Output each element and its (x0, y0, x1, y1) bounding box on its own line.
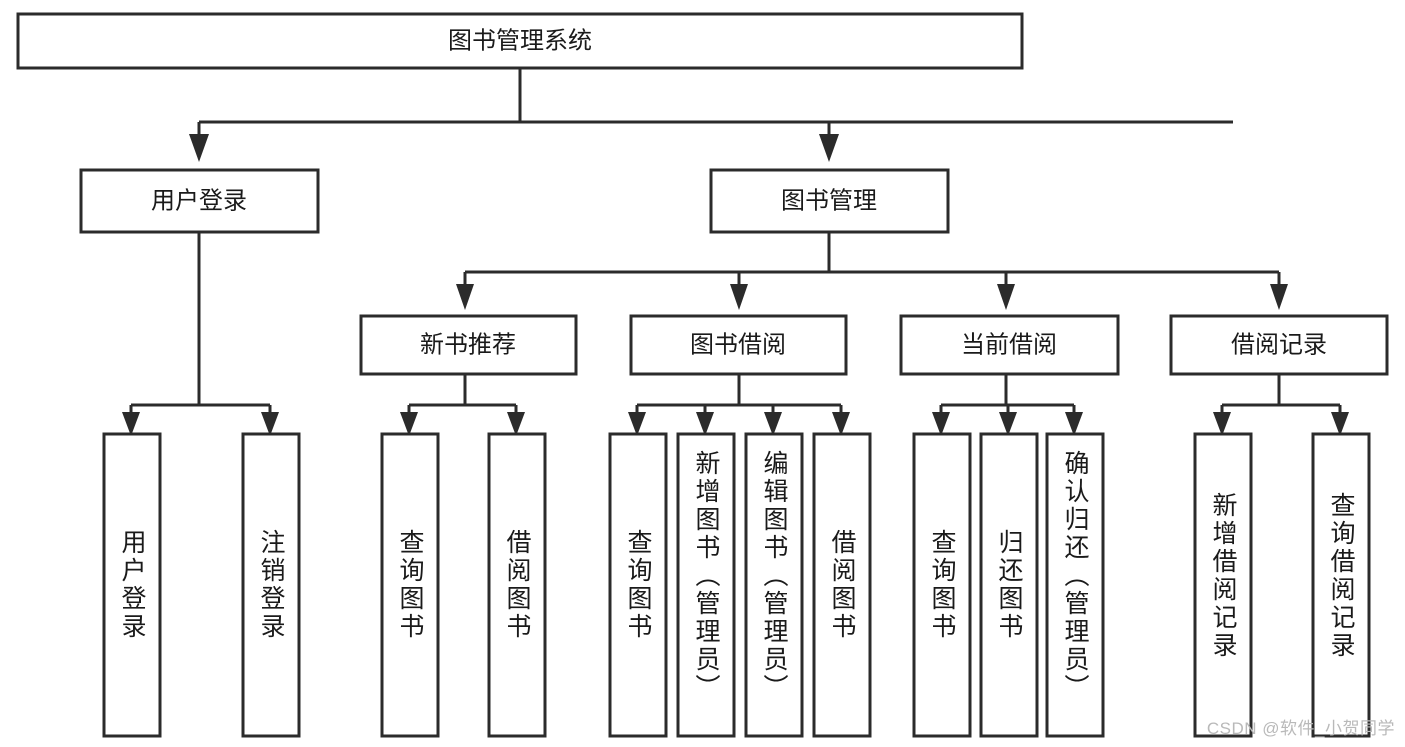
arrow-head-book-mgmt (819, 134, 839, 162)
connector-group-newbook-to-leaves (400, 374, 525, 436)
node-current-borrow[interactable]: 当前借阅 (899, 314, 1120, 376)
connector-group-userlogin-to-leaves (122, 232, 279, 436)
arrow-head-borrow-record (1270, 284, 1288, 310)
arrow-head-newbook-leaf2 (507, 412, 525, 436)
node-new-book-recommend-label: 新书推荐 (420, 331, 516, 358)
node-leaf-label: 用户登录 (118, 529, 147, 641)
node-leaf-box (979, 432, 1039, 738)
node-leaf-label: 查询图书 (624, 529, 653, 641)
node-leaf-label: 确认归还（管理员） (1061, 450, 1090, 702)
node-leaf-box (1311, 432, 1371, 738)
node-book-borrow[interactable]: 图书借阅 (629, 314, 848, 376)
node-leaf-box (380, 432, 440, 738)
node-leaf-book-borrow-3[interactable]: 编辑图书（管理员） (744, 432, 804, 738)
node-leaf-label: 注销登录 (257, 529, 286, 641)
node-leaf-box (912, 432, 972, 738)
arrow-head-borrowrecord-leaf2 (1331, 412, 1349, 436)
node-leaf-new-book-1[interactable]: 查询图书 (380, 432, 440, 738)
arrow-head-bookborrow-leaf2 (696, 412, 714, 436)
connector-group-bookmgmt-to-level3 (456, 232, 1288, 310)
node-leaf-book-borrow-4[interactable]: 借阅图书 (812, 432, 872, 738)
node-root-book-management-system[interactable]: 图书管理系统 (16, 12, 1024, 70)
node-book-borrow-box (629, 314, 848, 376)
node-new-book-recommend[interactable]: 新书推荐 (359, 314, 578, 376)
node-leaf-label: 查询图书 (396, 529, 425, 641)
node-leaf-user-login-2[interactable]: 注销登录 (241, 432, 301, 738)
node-leaf-current-borrow-3[interactable]: 确认归还（管理员） (1045, 432, 1105, 738)
node-book-management[interactable]: 图书管理 (709, 168, 950, 234)
arrow-head-currentborrow-leaf1 (932, 412, 950, 436)
arrow-head-user-login (189, 134, 209, 162)
node-user-login-box (79, 168, 320, 234)
node-leaf-box (1045, 432, 1105, 738)
connector-group-borrowrecord-to-leaves (1213, 374, 1349, 436)
arrow-head-currentborrow-leaf2 (999, 412, 1017, 436)
node-borrow-record[interactable]: 借阅记录 (1169, 314, 1389, 376)
node-leaf-new-book-2[interactable]: 借阅图书 (487, 432, 547, 738)
connector-group-currentborrow-to-leaves (932, 374, 1083, 436)
node-book-management-label: 图书管理 (781, 187, 877, 214)
node-leaf-label: 查询借阅记录 (1327, 492, 1356, 660)
node-leaf-borrow-record-1[interactable]: 新增借阅记录 (1193, 432, 1253, 738)
node-leaf-label: 借阅图书 (503, 529, 532, 641)
node-leaf-box (102, 432, 162, 738)
arrow-head-bookborrow-leaf3 (764, 412, 782, 436)
node-book-borrow-label: 图书借阅 (690, 331, 786, 358)
node-user-login-label: 用户登录 (151, 187, 247, 214)
node-leaf-user-login-1[interactable]: 用户登录 (102, 432, 162, 738)
node-current-borrow-label: 当前借阅 (961, 331, 1057, 358)
arrow-head-current-borrow (997, 284, 1015, 310)
arrow-head-bookborrow-leaf1 (628, 412, 646, 436)
arrow-head-newbook-leaf1 (400, 412, 418, 436)
node-leaf-book-borrow-2[interactable]: 新增图书（管理员） (676, 432, 736, 738)
node-leaf-book-borrow-1[interactable]: 查询图书 (608, 432, 668, 738)
node-leaf-current-borrow-1[interactable]: 查询图书 (912, 432, 972, 738)
arrow-head-borrowrecord-leaf1 (1213, 412, 1231, 436)
node-current-borrow-box (899, 314, 1120, 376)
connector-group-root-to-level2 (189, 68, 1233, 162)
node-leaf-box (487, 432, 547, 738)
arrow-head-currentborrow-leaf3 (1065, 412, 1083, 436)
node-borrow-record-label: 借阅记录 (1231, 331, 1327, 358)
node-leaf-box (1193, 432, 1253, 738)
arrow-head-bookborrow-leaf4 (832, 412, 850, 436)
node-new-book-recommend-box (359, 314, 578, 376)
node-leaf-label: 归还图书 (995, 529, 1024, 641)
node-leaf-label: 新增借阅记录 (1209, 492, 1238, 660)
node-leaf-borrow-record-2[interactable]: 查询借阅记录 (1311, 432, 1371, 738)
node-user-login[interactable]: 用户登录 (79, 168, 320, 234)
arrow-head-book-borrow (730, 284, 748, 310)
node-borrow-record-box (1169, 314, 1389, 376)
node-leaf-current-borrow-2[interactable]: 归还图书 (979, 432, 1039, 738)
node-leaf-label: 查询图书 (928, 529, 957, 641)
arrow-head-userlogin-leaf1 (122, 412, 140, 436)
node-root-label: 图书管理系统 (448, 27, 592, 54)
node-leaf-label: 新增图书（管理员） (692, 450, 721, 702)
node-leaf-box (676, 432, 736, 738)
node-leaf-label: 借阅图书 (828, 529, 857, 641)
node-book-management-box (709, 168, 950, 234)
node-leaf-label: 编辑图书（管理员） (760, 450, 789, 702)
node-leaf-box (241, 432, 301, 738)
arrow-head-userlogin-leaf2 (261, 412, 279, 436)
node-leaf-box (608, 432, 668, 738)
connector-group-bookborrow-to-leaves (628, 374, 850, 436)
node-leaf-box (744, 432, 804, 738)
arrow-head-new-book (456, 284, 474, 310)
node-root-box (16, 12, 1024, 70)
node-leaf-box (812, 432, 872, 738)
